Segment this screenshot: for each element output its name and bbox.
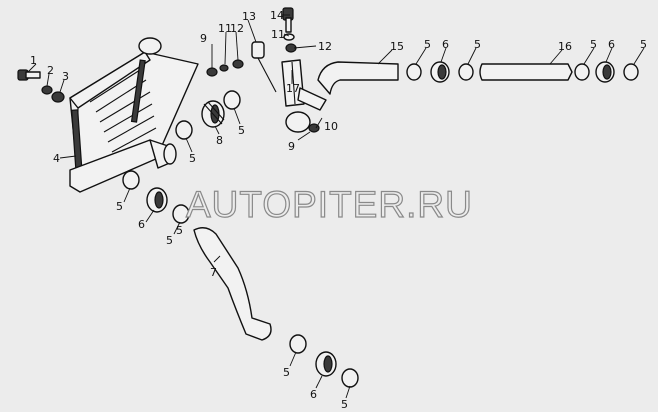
washer-11-right	[283, 33, 295, 41]
clamp-right-d	[623, 63, 639, 81]
hose-8	[201, 100, 225, 128]
intercooler-core	[69, 37, 199, 193]
callout-labels: 1 2 3 4 5 5 8 9 11 12 13 14 11 12 17 10 …	[30, 9, 647, 411]
callout-8: 8	[216, 134, 223, 147]
callout-2: 2	[47, 64, 54, 77]
callout-5c: 5	[424, 38, 431, 51]
bolt-14	[282, 7, 294, 33]
callout-5e: 5	[590, 38, 597, 51]
bracket-17	[281, 59, 327, 111]
callout-5i: 5	[283, 366, 290, 379]
callout-13: 13	[242, 10, 256, 23]
callout-6c: 6	[138, 218, 145, 231]
washer-12-upper	[232, 59, 244, 69]
hose-6-lower-a	[146, 187, 168, 213]
clamp-lower-d	[341, 368, 359, 388]
callout-5a: 5	[189, 152, 196, 165]
watermark-text: AUTOPITER.RU	[185, 183, 473, 225]
callout-9b: 9	[288, 140, 295, 153]
washer-11-upper	[219, 64, 229, 72]
callout-9a: 9	[200, 32, 207, 45]
callout-11b: 11	[271, 28, 285, 41]
callout-14: 14	[270, 9, 284, 22]
callout-5f: 5	[640, 38, 647, 51]
mount-10	[285, 111, 320, 133]
callout-7: 7	[210, 266, 217, 279]
callout-12b: 12	[318, 40, 332, 53]
callout-15: 15	[390, 40, 404, 53]
bracket-13	[251, 41, 277, 93]
callout-5g: 5	[116, 200, 123, 213]
clamp-upper-a	[175, 120, 193, 140]
clamp-upper-b	[223, 90, 241, 110]
pipe-7	[193, 227, 272, 341]
washer-2	[41, 85, 53, 95]
callout-12a: 12	[230, 22, 244, 35]
nut-9-upper	[206, 67, 218, 77]
callout-5h: 5	[166, 234, 173, 247]
leader-lines	[27, 14, 645, 399]
clamp-lower-c	[289, 334, 307, 354]
callout-11a: 11	[218, 22, 232, 35]
callout-5j: 5	[341, 398, 348, 411]
callout-4: 4	[53, 152, 60, 165]
clamp-right-c	[574, 63, 590, 81]
clamp-right-b	[458, 63, 474, 81]
callout-5d: 5	[474, 38, 481, 51]
bolt-1	[17, 69, 41, 81]
callout-6a: 6	[442, 38, 449, 51]
callout-1: 1	[30, 54, 37, 67]
callout-6d: 6	[310, 388, 317, 401]
hose-6-right-b	[595, 61, 615, 83]
callout-10: 10	[324, 120, 338, 133]
callout-16: 16	[558, 40, 572, 53]
hose-6-lower-b	[315, 351, 337, 377]
hose-6-right-a	[430, 61, 450, 83]
pipe-15	[317, 61, 399, 95]
callout-3: 3	[62, 70, 69, 83]
callout-5k: 5	[176, 224, 183, 237]
clamp-lower-a	[122, 170, 140, 190]
callout-17: 17	[286, 82, 300, 95]
nut-3	[51, 91, 65, 103]
clamp-lower-b	[172, 204, 190, 224]
callout-5b: 5	[238, 124, 245, 137]
clamp-right-a	[406, 63, 422, 81]
pipe-16	[479, 63, 573, 81]
callout-6b: 6	[608, 38, 615, 51]
